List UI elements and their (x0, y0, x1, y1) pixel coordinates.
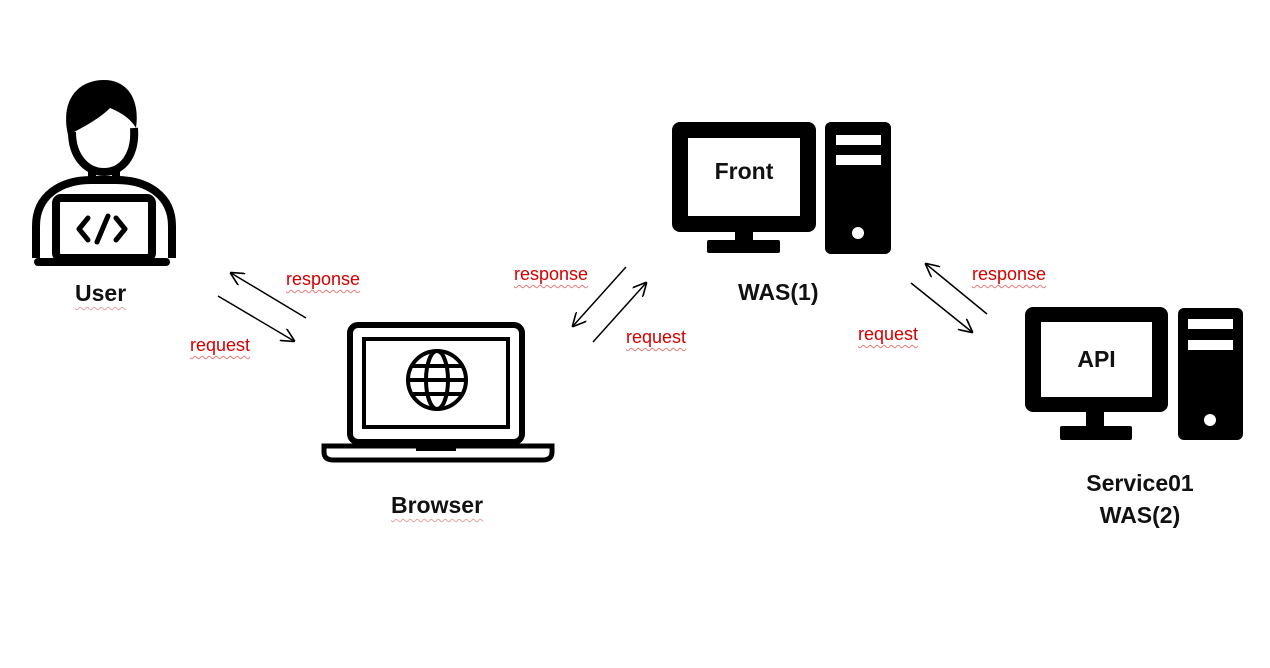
response-label-browser-front: response (514, 264, 589, 284)
globe-icon (406, 349, 468, 411)
response-label-front-api: response (972, 264, 1047, 284)
front-screen-text: Front (714, 158, 774, 184)
request-arrow-browser-front (592, 283, 646, 343)
request-label-browser-front: request (626, 327, 687, 347)
was2-label: WAS(2) (1099, 502, 1181, 528)
laptop-globe-icon (321, 322, 555, 463)
user-label: User (75, 280, 127, 306)
request-arrow-user-browser (217, 295, 294, 341)
api-screen-text: API (1077, 346, 1116, 372)
was1-label: WAS(1) (738, 279, 819, 305)
request-label-front-api: request (858, 324, 919, 344)
response-label-user-browser: response (286, 269, 361, 289)
response-arrow-browser-front (573, 266, 627, 326)
desktop-computer-icon (1025, 307, 1243, 440)
response-arrow-front-api (926, 264, 988, 315)
request-label-user-browser: request (190, 335, 251, 355)
service01-label: Service01 (1086, 470, 1194, 496)
response-arrow-user-browser (231, 273, 307, 319)
developer-laptop-icon (32, 80, 176, 266)
desktop-computer-icon (672, 122, 891, 254)
browser-label: Browser (391, 492, 484, 518)
request-arrow-front-api (910, 282, 972, 332)
